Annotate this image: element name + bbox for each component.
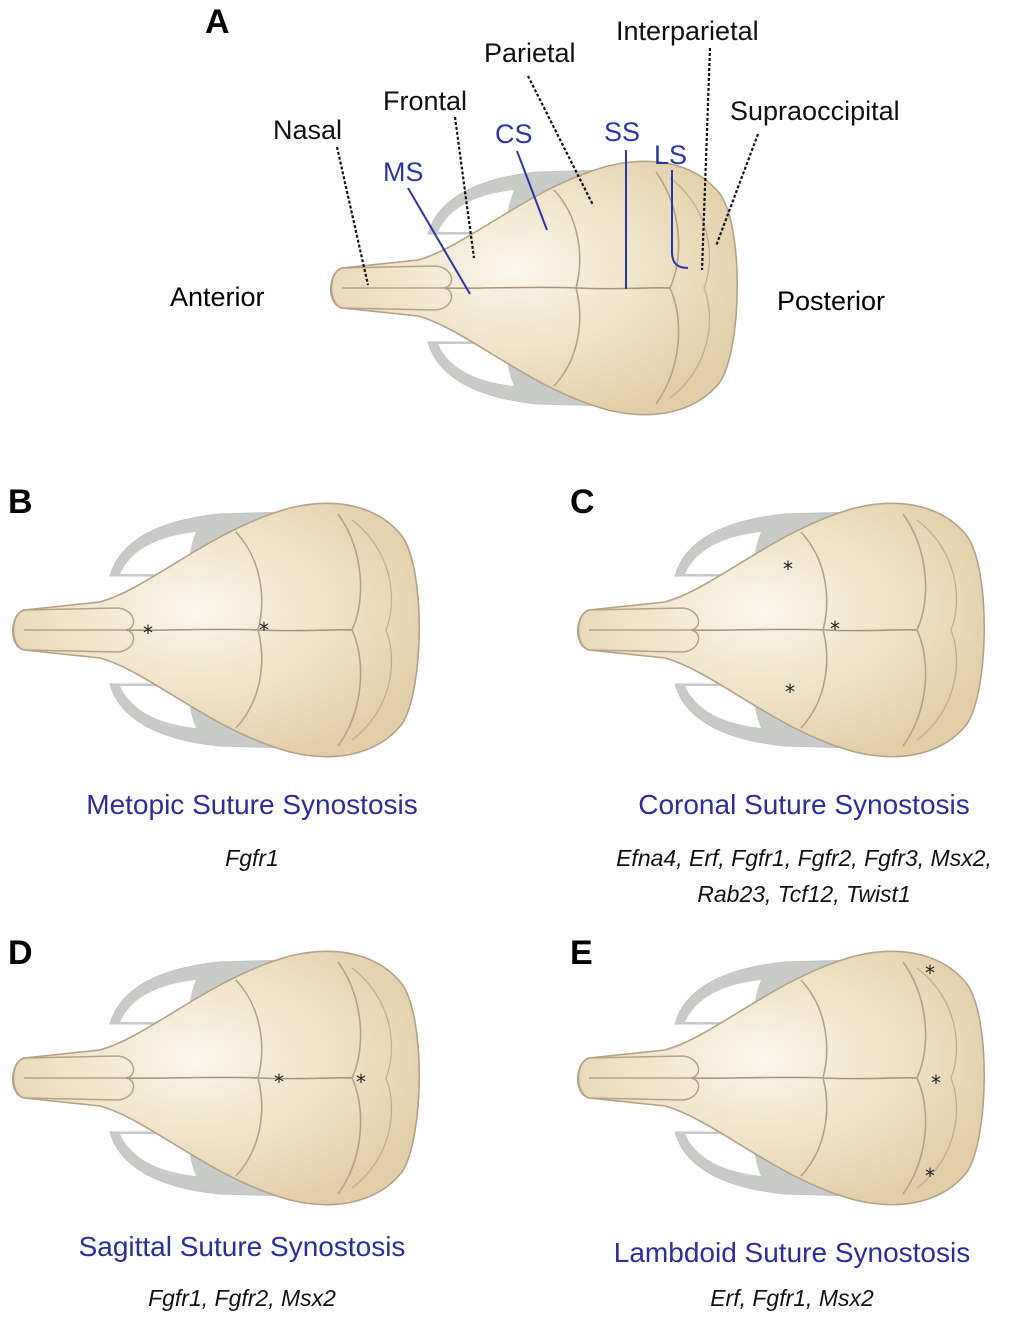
- fusion-marker: *: [925, 961, 935, 985]
- fusion-marker: *: [785, 680, 795, 704]
- skull-diagram-a: [331, 161, 738, 414]
- label-ss: SS: [604, 117, 640, 147]
- fusion-marker: *: [925, 1164, 935, 1188]
- label-ls: LS: [654, 140, 687, 170]
- panel-letter-d: D: [8, 934, 33, 972]
- label-supraoccipital: Supraoccipital: [730, 96, 900, 126]
- label-interparietal: Interparietal: [616, 16, 759, 46]
- panel-d: D * * Sagittal Suture Synostosis Fgfr1, …: [8, 934, 419, 1311]
- panel-letter-a: A: [205, 3, 230, 41]
- fusion-marker: *: [259, 618, 269, 642]
- label-cs: CS: [495, 119, 533, 149]
- fusion-marker: *: [356, 1070, 366, 1094]
- synostosis-title-coronal: Coronal Suture Synostosis: [638, 789, 970, 820]
- synostosis-title-lambdoid: Lambdoid Suture Synostosis: [614, 1237, 970, 1268]
- gene-list-metopic: Fgfr1: [225, 845, 279, 871]
- skull-diagram-c: [578, 503, 985, 756]
- panel-b: B * * Metopic Suture Synostosis Fgfr1: [8, 483, 419, 871]
- fusion-marker: *: [830, 617, 840, 641]
- skull-diagram-e: [578, 951, 985, 1204]
- label-ms: MS: [383, 157, 424, 187]
- gene-list-lambdoid: Erf, Fgfr1, Msx2: [710, 1285, 874, 1311]
- synostosis-title-metopic: Metopic Suture Synostosis: [86, 789, 418, 820]
- gene-list-coronal-line-2: Rab23, Tcf12, Twist1: [697, 881, 911, 907]
- fusion-marker: *: [143, 621, 153, 645]
- gene-list-sagittal: Fgfr1, Fgfr2, Msx2: [148, 1285, 336, 1311]
- label-anterior: Anterior: [170, 282, 265, 312]
- panel-letter-c: C: [570, 483, 595, 521]
- leader-supraoccipital: [716, 134, 758, 246]
- leader-frontal: [455, 117, 474, 258]
- fusion-marker: *: [274, 1070, 284, 1094]
- panel-c: C * * * Coronal Suture Synostosis Efna4,…: [570, 483, 992, 907]
- label-frontal: Frontal: [383, 86, 467, 116]
- skull-diagram-b: [13, 503, 420, 756]
- label-posterior: Posterior: [777, 286, 885, 316]
- gene-list-coronal-line-1: Efna4, Erf, Fgfr1, Fgfr2, Fgfr3, Msx2,: [616, 845, 992, 871]
- synostosis-title-sagittal: Sagittal Suture Synostosis: [79, 1231, 406, 1262]
- panel-e: E * * * Lambdoid Suture Synostosis Erf, …: [570, 934, 984, 1311]
- panel-letter-e: E: [570, 934, 593, 972]
- panel-a: A Nasal Frontal Parietal Interparietal S…: [170, 3, 900, 415]
- fusion-marker: *: [931, 1071, 941, 1095]
- fusion-marker: *: [783, 557, 793, 581]
- label-parietal: Parietal: [484, 38, 576, 68]
- leader-nasal: [337, 147, 368, 285]
- label-nasal: Nasal: [273, 115, 342, 145]
- panel-letter-b: B: [8, 483, 33, 521]
